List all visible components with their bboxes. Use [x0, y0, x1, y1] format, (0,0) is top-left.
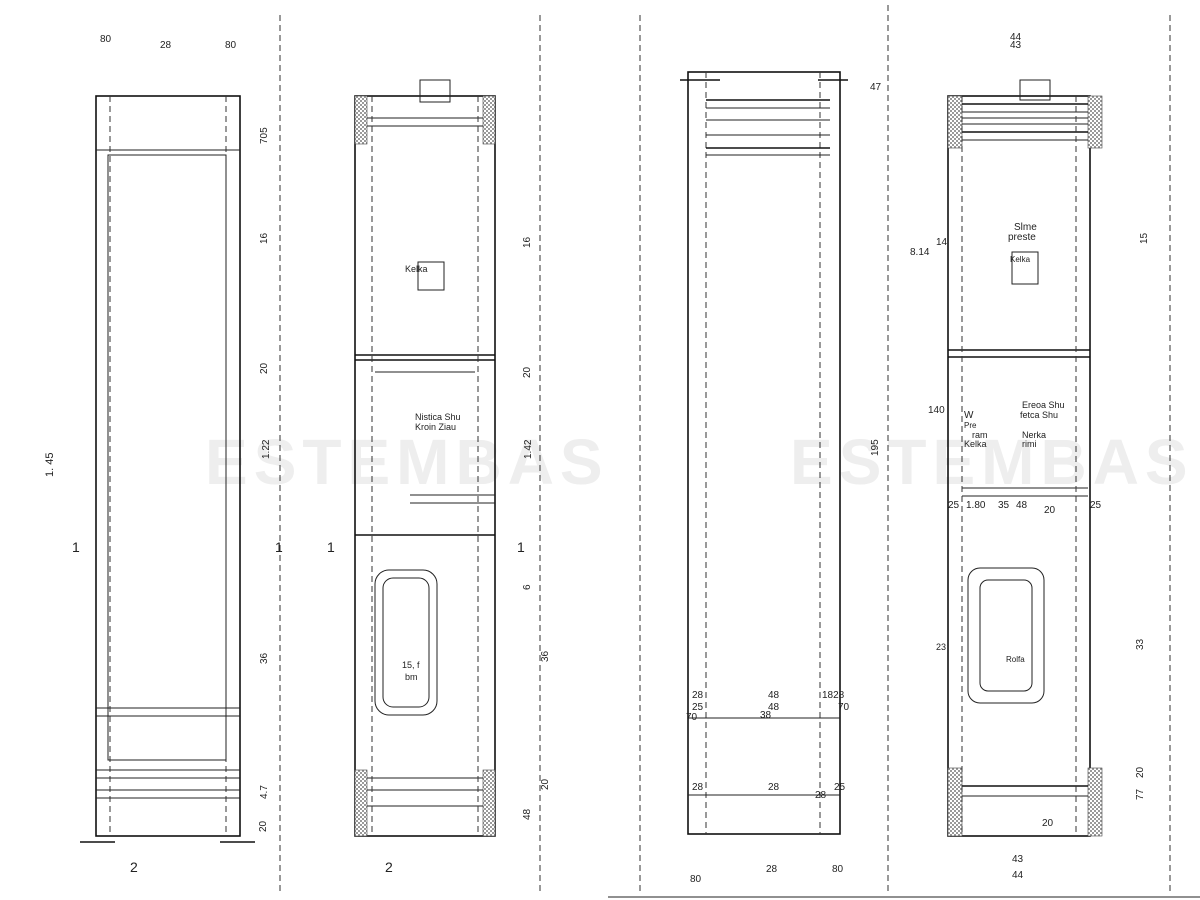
- dim-right: 16: [522, 236, 533, 248]
- dim-right-top: 43: [1010, 40, 1022, 51]
- room-label: Kroin Ziau: [415, 422, 456, 432]
- room-label: Nerka: [1022, 430, 1046, 440]
- dim-label: 140: [928, 405, 945, 416]
- dim-left: 20: [259, 362, 270, 374]
- room-label: Kelka: [405, 264, 428, 274]
- room-label: bm: [405, 672, 418, 682]
- dim-left: 4.7: [259, 785, 270, 799]
- dim-right-top: 47: [870, 82, 882, 93]
- dim-label: 28: [692, 690, 704, 701]
- section-number: 2: [130, 859, 138, 875]
- dim-bottom: 44: [1012, 870, 1024, 881]
- left-elevation-panel: [80, 95, 255, 843]
- dim-right: 20: [540, 778, 551, 790]
- dim-right: 1.42: [523, 439, 534, 459]
- dim-label: 15: [1139, 232, 1150, 244]
- dim-label: 28: [768, 782, 780, 793]
- room-label: Rolfa: [1006, 655, 1025, 664]
- dim-left: 1.22: [261, 439, 272, 459]
- section-number: 2: [385, 859, 393, 875]
- room-label: Slme: [1014, 222, 1037, 233]
- dim-right: 6: [522, 584, 533, 590]
- room-label: preste: [1008, 232, 1036, 243]
- dim-label: 28: [692, 782, 704, 793]
- dim-label: 35: [998, 500, 1010, 511]
- room-label: fetca Shu: [1020, 410, 1058, 420]
- dim-label: 33: [1135, 638, 1146, 650]
- dim-label: 25: [948, 500, 960, 511]
- dim-label: 20: [1135, 766, 1146, 778]
- dim-left-top-2: 28: [160, 40, 172, 51]
- dim-right: 48: [522, 808, 533, 820]
- section-number: 1: [275, 539, 283, 555]
- section-number: 1: [72, 539, 80, 555]
- dim-label: 1828: [822, 690, 845, 701]
- overall-height-label: 1. 45: [44, 453, 56, 477]
- dim-right: 36: [540, 650, 551, 662]
- room-label: Ereoa Shu: [1022, 400, 1065, 410]
- dim-left-top-3: 80: [225, 40, 237, 51]
- dim-label: 25: [692, 702, 704, 713]
- left-sheet: 80 28 80 1. 45 1 1 1 1 2 2 705 16 20 1.2…: [44, 15, 551, 895]
- dim-label: 28: [815, 790, 827, 801]
- room-label: W: [964, 410, 974, 421]
- dim-bottom: 80: [832, 864, 844, 875]
- dim-label: 48: [768, 702, 780, 713]
- dim-label: 48: [768, 690, 780, 701]
- room-label: Kelka: [1010, 255, 1031, 264]
- dim-left: 20: [258, 820, 269, 832]
- room-label: 23: [936, 642, 946, 652]
- room-label: Pre: [964, 421, 977, 430]
- room-label: 15, f: [402, 660, 420, 670]
- dim-label: 195: [870, 439, 881, 456]
- right-sheet: 47 43 44 80 28 80 43 44 28 48 1828 25 70…: [608, 5, 1200, 898]
- dim-label: 48: [1016, 500, 1028, 511]
- room-label: rimi: [1022, 439, 1037, 449]
- section-number: 1: [517, 539, 525, 555]
- room-label: Nistica Shu: [415, 412, 461, 422]
- dim-bottom: 80: [690, 874, 702, 885]
- dim-label: 25: [1090, 500, 1102, 511]
- dim-label: 20: [1042, 818, 1054, 829]
- dim-left: 705: [259, 127, 270, 144]
- dim-label: 1.80: [966, 500, 986, 511]
- dim-label: 25: [834, 782, 846, 793]
- right-plan-panel: [947, 79, 1103, 837]
- dim-left: 36: [259, 652, 270, 664]
- room-label: Kelka: [964, 439, 987, 449]
- dim-bottom: 28: [766, 864, 778, 875]
- dim-label: 20: [1044, 505, 1056, 516]
- dim-label: 70: [686, 712, 698, 723]
- left-plan-panel: [354, 79, 496, 837]
- dim-right: 20: [522, 366, 533, 378]
- dim-left-top-1: 80: [100, 34, 112, 45]
- section-number: 1: [327, 539, 335, 555]
- dim-label: 8.14: [910, 247, 930, 258]
- room-label: ram: [972, 430, 988, 440]
- dim-label: 77: [1135, 788, 1146, 800]
- dim-label: 38: [760, 710, 772, 721]
- right-elevation-panel: [680, 71, 848, 835]
- dim-label: 14: [936, 237, 948, 248]
- dim-bottom: 43: [1012, 854, 1024, 865]
- dim-right-top: 44: [1010, 32, 1022, 43]
- dim-left: 16: [259, 232, 270, 244]
- dim-label: 70: [838, 702, 850, 713]
